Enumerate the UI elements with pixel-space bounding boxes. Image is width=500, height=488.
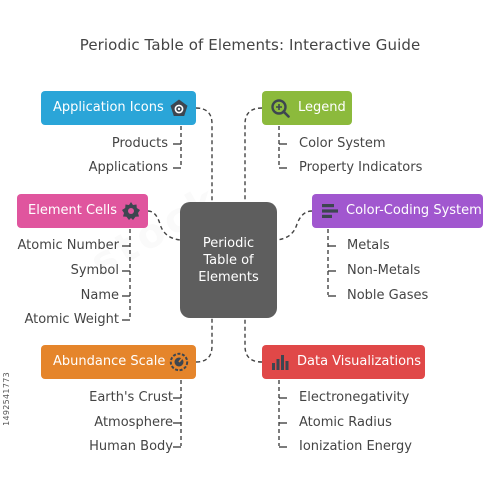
gauge-icon [169,352,189,372]
diagram-title: Periodic Table of Elements: Interactive … [79,36,421,54]
connector-data-visualizations [244,318,263,363]
item-atomic-weight: Atomic Weight [24,312,119,327]
category-label: Element Cells [28,203,118,218]
item-atomic-radius: Atomic Radius [299,415,392,430]
category-label: Legend [298,100,346,115]
category-abundance-scale: Abundance Scale [41,345,196,379]
item-products: Products [111,136,168,151]
item-ionization-energy: Ionization Energy [299,439,412,454]
item-atomic-number: Atomic Number [17,238,120,253]
item-earths-crust: Earth's Crust [89,390,173,405]
category-label: Data Visualizations [297,354,422,369]
image-id-credit: 1492541773 [2,372,11,426]
item-metals: Metals [347,238,390,253]
connector-application-icons [195,107,213,202]
center-node: Periodic Table of Elements [180,202,277,318]
item-electronegativity: Electronegativity [299,390,410,405]
item-noble-gases: Noble Gases [347,288,429,303]
category-data-visualizations: Data Visualizations [262,345,425,379]
item-non-metals: Non-Metals [347,263,421,278]
category-legend: Legend [262,91,352,125]
category-element-cells: Element Cells [17,194,148,228]
connector-abundance-scale [195,318,213,363]
category-label: Color-Coding System [346,203,482,218]
item-property-indicators: Property Indicators [299,160,423,175]
connector-legend [244,107,263,202]
category-label: Abundance Scale [53,354,166,369]
bar-chart-icon [270,352,290,372]
item-symbol: Symbol [70,263,119,278]
gear-icon [121,201,141,221]
category-application-icons: Application Icons [41,91,196,125]
category-color-coding: Color-Coding System [312,194,483,228]
item-atmosphere: Atmosphere [94,415,173,430]
magnifier-icon [270,98,290,118]
category-label: Application Icons [53,100,164,115]
list-icon [320,201,340,221]
connector-color-coding [276,210,313,241]
item-applications: Applications [88,160,168,175]
pentagon-gear-icon [169,98,189,118]
item-name: Name [80,288,119,303]
connector-element-cells [147,210,181,241]
item-color-system: Color System [299,136,386,151]
item-human-body: Human Body [89,439,173,454]
